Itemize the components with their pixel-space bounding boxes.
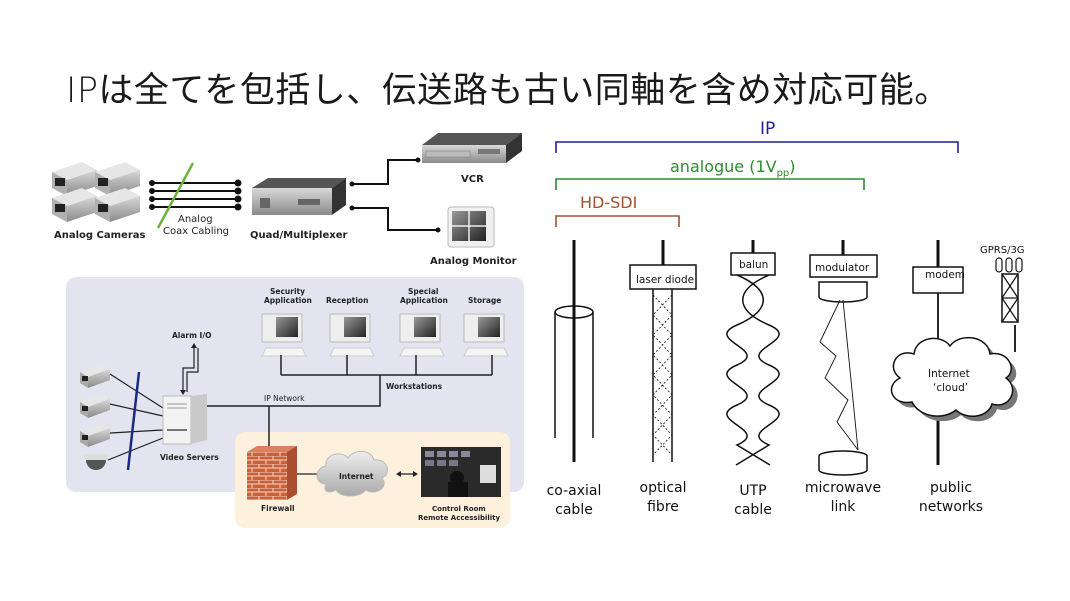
ip-bracket-label: IP xyxy=(760,119,775,139)
cabling-label-line2: Coax Cabling xyxy=(163,226,229,237)
utp-cable-icon xyxy=(726,240,780,466)
svg-text:analogue (1Vpp): analogue (1Vpp) xyxy=(670,157,796,179)
gprs-tower-icon xyxy=(995,257,1023,323)
optical-label-line1: optical xyxy=(640,480,687,496)
gprs-3g-label: GPRS/3G xyxy=(980,245,1025,256)
multiplexer-label: Quad/Multiplexer xyxy=(250,230,347,241)
firewall-icon xyxy=(247,446,297,500)
multiplexer-icon xyxy=(252,178,346,215)
alarm-io-label: Alarm I/O xyxy=(172,331,211,340)
public-networks-icon xyxy=(912,240,1016,465)
workstation-3-line2: Application xyxy=(400,296,448,305)
ip-bracket: IP xyxy=(555,119,959,153)
cloud-label-line1: Internet xyxy=(928,368,970,380)
internet-label: Internet xyxy=(339,472,374,481)
analog-cameras-label: Analog Cameras xyxy=(54,230,146,241)
microwave-link-icon xyxy=(809,240,878,476)
firewall-label: Firewall xyxy=(261,504,295,513)
transmission-media-diagram: IP analogue (1Vpp) HD-SDI laser diode ba… xyxy=(547,119,1025,518)
analogue-bracket-label: analogue (1V xyxy=(670,157,777,176)
microwave-label-line2: link xyxy=(831,499,857,515)
balun-label: balun xyxy=(739,259,768,271)
output-cables xyxy=(352,159,438,231)
utp-label-line2: cable xyxy=(734,502,772,518)
analogue-bracket-sub: pp xyxy=(777,168,790,179)
modem-label: modem xyxy=(925,269,965,281)
workstation-1-line1: Security xyxy=(270,287,305,296)
public-label-line2: networks xyxy=(919,499,983,515)
workstation-4-label: Storage xyxy=(468,296,501,305)
alarm-io-arrows xyxy=(182,346,199,392)
optical-label-line2: fibre xyxy=(647,499,679,515)
optical-fibre-icon xyxy=(629,240,697,462)
ip-cross-mark xyxy=(126,371,141,471)
microwave-label-line1: microwave xyxy=(805,480,881,496)
control-room-photo xyxy=(421,447,501,497)
workstations-label: Workstations xyxy=(386,382,443,391)
workstations-group xyxy=(261,313,509,357)
vcr-label: VCR xyxy=(461,174,484,185)
coaxial-cable-icon xyxy=(554,240,594,462)
coax-cables xyxy=(149,179,242,211)
internet-cloud-icon xyxy=(316,451,389,497)
hd-sdi-bracket-label: HD-SDI xyxy=(580,193,637,212)
cctv-diagram: Analog Cameras Analog Coax Cabling Quad/… xyxy=(52,133,524,528)
analog-cameras-icon xyxy=(52,162,140,222)
public-label-line1: public xyxy=(930,480,972,496)
analogue-bracket: analogue (1Vpp) xyxy=(555,157,865,190)
cable-cross-mark xyxy=(156,162,195,229)
coaxial-label-line2: cable xyxy=(555,502,593,518)
analog-monitor-icon xyxy=(447,206,495,248)
video-servers-label: Video Servers xyxy=(160,453,219,462)
utp-label-line1: UTP xyxy=(739,483,766,499)
video-server-icon xyxy=(162,394,207,445)
analogue-bracket-suffix: ) xyxy=(789,157,795,176)
ip-cameras-icon xyxy=(80,364,110,470)
coaxial-label-line1: co-axial xyxy=(547,483,602,499)
ip-network-label: IP Network xyxy=(264,394,305,403)
control-room-line1: Control Room xyxy=(432,505,486,513)
vcr-icon xyxy=(422,133,522,163)
cabling-label-line1: Analog xyxy=(178,214,213,225)
modulator-label: modulator xyxy=(815,262,870,274)
workstation-bus xyxy=(207,355,493,450)
hd-sdi-bracket: HD-SDI xyxy=(555,193,680,227)
control-room-line2: Remote Accessibility xyxy=(418,514,501,522)
laser-diode-label: laser diode xyxy=(636,274,694,286)
workstation-1-line2: Application xyxy=(264,296,312,305)
slide-title: IPは全てを包括し、伝送路も古い同軸を含め対応可能。 xyxy=(66,71,950,111)
workstation-2-label: Reception xyxy=(326,296,368,305)
internet-cloud-shape xyxy=(890,336,1018,422)
analog-monitor-label: Analog Monitor xyxy=(430,256,517,267)
workstation-3-line1: Special xyxy=(408,287,439,296)
cloud-label-line2: ‘cloud’ xyxy=(933,382,968,394)
